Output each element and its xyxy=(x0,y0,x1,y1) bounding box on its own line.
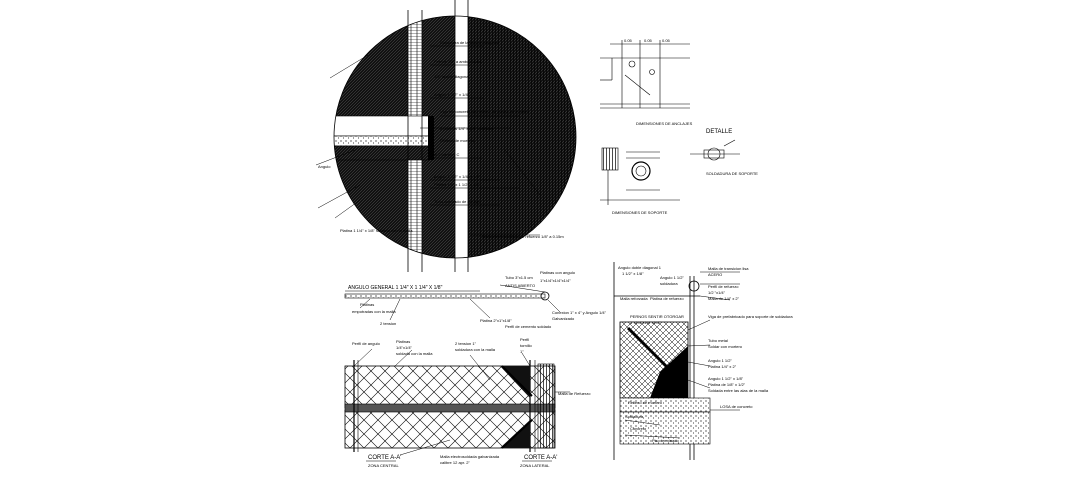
lat-r19: Angulo 1 1/2" x 1/8" xyxy=(708,376,744,381)
support-caption: DIMENSIONES DE SOPORTE xyxy=(612,210,668,215)
perfil-right-3: 1" xyxy=(520,349,524,354)
tube-label-3: ANTIS ABIERTO xyxy=(505,283,535,288)
lat-r8: ACERO xyxy=(708,272,722,277)
tension-center-2: soldadura con la malla xyxy=(455,347,496,352)
perfil-angulo: Perfil de angulo xyxy=(352,341,381,346)
lat-r18: Platina 1/4" x 2" xyxy=(708,364,737,369)
lat-r4: soldadura xyxy=(660,281,678,286)
tension-label: 2 tension xyxy=(380,321,396,326)
dim-2: 0.05 xyxy=(644,38,653,43)
angle-general-label: ANGULO GENERAL 1 1/4" X 1 1/4" X 1/8" xyxy=(348,285,443,291)
platinas-left-2: 1/4"x1/4" xyxy=(396,345,413,350)
tube-sizes: 1"x1/4"x1/4"x1/4" xyxy=(540,278,571,283)
platinas-left-3: soldada con la malla xyxy=(396,351,433,356)
lat-r26: Piso terminado xyxy=(652,438,679,443)
label-platina: Platina 1/4" x 1 1/2" x 1/8" xyxy=(434,182,481,187)
platina-dims: Platina 2"x1"x1/8" xyxy=(480,318,512,323)
dim-3: 0.05 xyxy=(662,38,671,43)
support-detail: DIMENSIONES DE SOPORTE xyxy=(600,147,680,215)
circle-detail: Cantonera de lamina en diagonal Pernos 3… xyxy=(315,0,577,272)
malla-bottom: Malla electrosoldada galvanizada xyxy=(440,454,500,459)
lat-r9: Perfil de refuerzo xyxy=(708,284,739,289)
lat-r2: 1 1/2" x 1/8" xyxy=(622,271,644,276)
detail-caption: SOLDADURA DE SOPORTE xyxy=(706,171,758,176)
lat-r3: Angulo 1 1/2" xyxy=(660,275,684,280)
lat-r21: Soldada entre las alas de la malla xyxy=(708,388,769,393)
lat-r20: Platina de 1/8" x 1/2" xyxy=(708,382,746,387)
middle-beam xyxy=(344,403,556,413)
perfil-right: Perfil xyxy=(520,337,529,342)
beam-section xyxy=(334,115,431,137)
corte-right-title: CORTE A-A' xyxy=(524,455,557,461)
lat-r13: 1"x1/4"x1/4"x1/4" xyxy=(630,320,661,325)
soldadura-label: Perfil de cemento soldado xyxy=(505,324,552,329)
lat-r23: Relleno de mortero xyxy=(628,400,663,405)
detail-title: DETALLE xyxy=(706,129,732,135)
lat-r1: Angulo doble diagonal 1 xyxy=(618,265,662,270)
malla-bottom-2: calibre 12 apr. 2" xyxy=(440,460,470,465)
conexion-label: Conexion 1" x 4" y Angulo 1/4" xyxy=(552,310,607,315)
lat-r25: Concreto xyxy=(630,426,647,431)
angle-member xyxy=(344,293,546,299)
anchor-dimensions-detail: 0.05 0.05 0.05 DIMENSIONES DE ANCLAJES xyxy=(600,38,693,126)
concrete-slab xyxy=(619,411,711,445)
tube-label: Tubo 3"x1.5 cm xyxy=(505,275,533,280)
tube-label-2: Platinas con angulo xyxy=(540,270,576,275)
label-cantonera: Cantonera de lamina en diagonal xyxy=(440,40,499,45)
section-corte-central: ANGULO GENERAL 1 1/4" X 1 1/4" X 1/8" Tu… xyxy=(344,270,607,468)
corte-left-title: CORTE A-A' xyxy=(368,455,401,461)
label-malla-refuerzo: Malla electrosoldada de refuerzo 1/8" a … xyxy=(482,234,564,239)
lat-r7: Malla de transicion lisa xyxy=(708,266,749,271)
tension-center: 2 tension 1" xyxy=(455,341,477,346)
lat-r11: Malla de 1/4" x 2" xyxy=(708,296,740,301)
label-platinas: 2 platinas 1/4" x 1/8" soldadas xyxy=(440,126,494,131)
perfil-right-2: tornillo xyxy=(520,343,533,348)
zona-lateral: ZONA LATERAL xyxy=(520,463,550,468)
detail-weld: DETALLE SOLDADURA DE SOPORTE xyxy=(690,129,758,176)
dim-1: 0.05 xyxy=(624,38,633,43)
platinas-top-2: empotradas con la malla xyxy=(352,309,396,314)
label-relleno: Relleno de mortero xyxy=(440,138,475,143)
label-perfil: Perfil 2 tornillos C xyxy=(428,152,459,157)
lat-r14: Viga de prefabricado para soporte de sol… xyxy=(708,314,793,319)
zona-central: ZONA CENTRAL xyxy=(368,463,399,468)
anchor-dimensions-caption: DIMENSIONES DE ANCLAJES xyxy=(636,121,693,126)
conexion-label-2: Galvanizado xyxy=(552,316,575,321)
label-tubo: Tubo cuadrado de anclaje xyxy=(434,199,481,204)
lat-r17: Angulo 1 1/2" xyxy=(708,358,732,363)
lat-r6: Platina de refuerzo xyxy=(650,296,684,301)
label-angulo: Angulo 1 1/2" x 1/4" xyxy=(434,92,470,97)
label-platina-malla: Platina 1 1/4" x 1/8" soldada con la mal… xyxy=(340,228,413,233)
label-pernos: Pernos 3/8" a ambos lados xyxy=(434,59,482,64)
lat-r10: 1/2 "x1/4" xyxy=(708,290,726,295)
lat-r12: PERNOS SENTIR OTORGAR xyxy=(630,314,684,319)
lat-r5: Malla reforzada xyxy=(620,296,648,301)
platinas-left: Platinas xyxy=(396,339,410,344)
label-viga: Viga de concreto con relleno de piedra d… xyxy=(440,109,530,114)
label-ancho: 1/4" ancho diagonal xyxy=(434,74,469,79)
lat-r24: Soldadura xyxy=(625,414,644,419)
lat-r15: Tubo metal xyxy=(708,338,728,343)
label-angulo-2: Angulo 1 1/2" x 1/4" x 1/8" xyxy=(434,174,481,179)
malla-right: Malla de Refuerzo xyxy=(558,391,591,396)
label-angulo-left: Angulo xyxy=(318,164,331,169)
platinas-top: Platinas xyxy=(360,302,374,307)
lat-r22: LOSA de concreto xyxy=(720,404,753,409)
section-corte-lateral: Angulo doble diagonal 1 1 1/2" x 1/8" An… xyxy=(613,262,793,460)
striped-region xyxy=(468,16,576,258)
lat-r16: Soldar con mortero xyxy=(708,344,743,349)
